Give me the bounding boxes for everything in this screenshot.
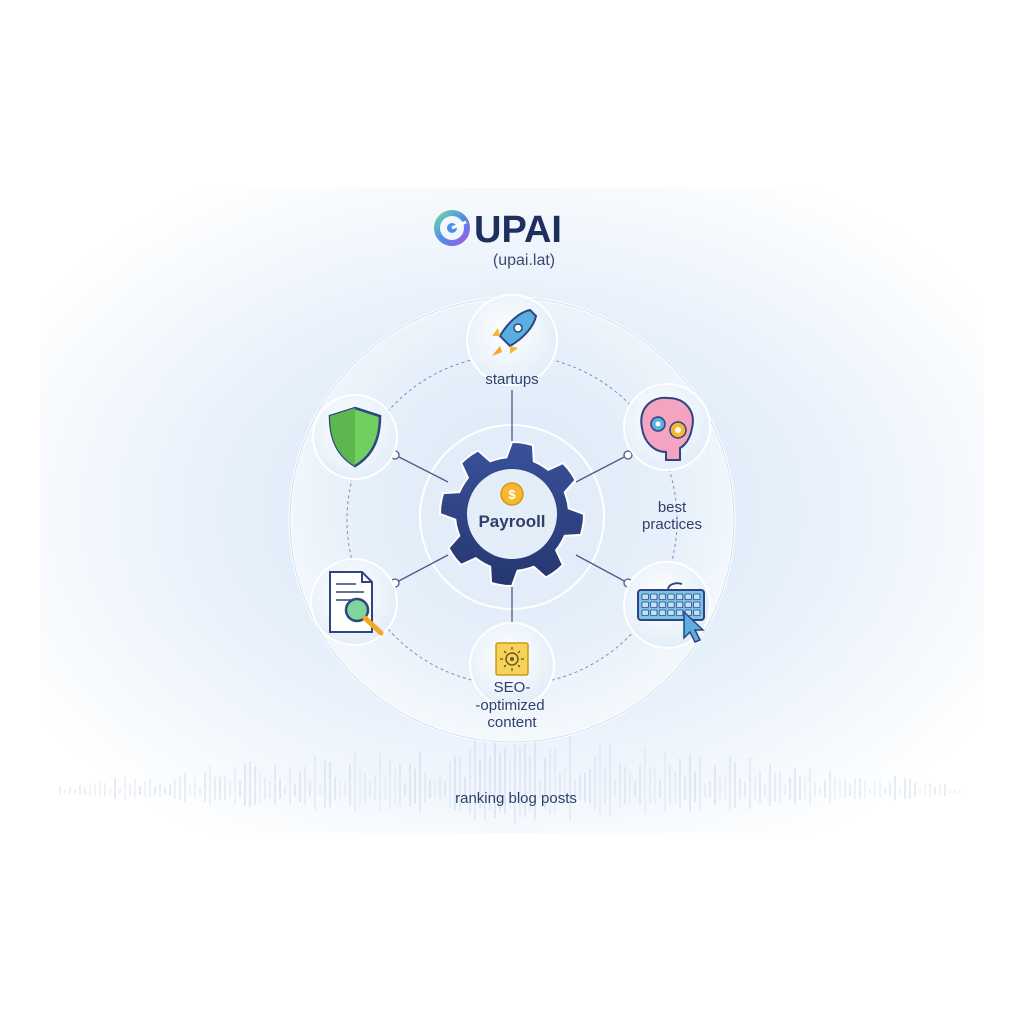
node-startups-label: startups [485,371,538,388]
keyboard-cursor-icon [637,582,705,643]
document-magnifier-icon [329,571,384,636]
connector-document-search [394,554,449,584]
connector-keyboard [575,554,629,584]
brand-name: UPAI [474,209,562,251]
node-startups: startups [466,294,558,388]
center-label: Payrooll [478,512,545,531]
node-seo-line1: SEO- [494,679,531,696]
rocket-icon [492,308,538,356]
node-best-practices-line2: practices [642,516,702,533]
node-seo-line2: -optimized [475,697,544,714]
node-seo-line3: content [487,714,537,731]
dollar-coin-icon: $ [500,482,524,506]
connector-security [394,454,449,483]
node-best-practices: best practices [623,383,711,533]
node-keyboard [623,561,711,649]
circular-arrow-logo-icon [434,210,470,246]
waveform-decoration [59,728,961,824]
footer-label: ranking blog posts [455,790,577,807]
svg-text:$: $ [508,487,516,502]
node-document-search [310,558,398,646]
brand-url: (upai.lat) [493,252,555,269]
sun-chip-icon [495,642,529,676]
connector-best-practices [575,454,629,483]
brain-gears-icon [640,396,694,461]
node-best-practices-line1: best [658,499,687,516]
connector-lines [394,390,629,630]
brand-header: UPAI (upai.lat) [434,209,562,269]
shield-icon [328,406,382,468]
gear-icon [438,440,586,588]
node-seo: SEO- -optimized content [469,622,555,731]
node-security [312,394,398,480]
